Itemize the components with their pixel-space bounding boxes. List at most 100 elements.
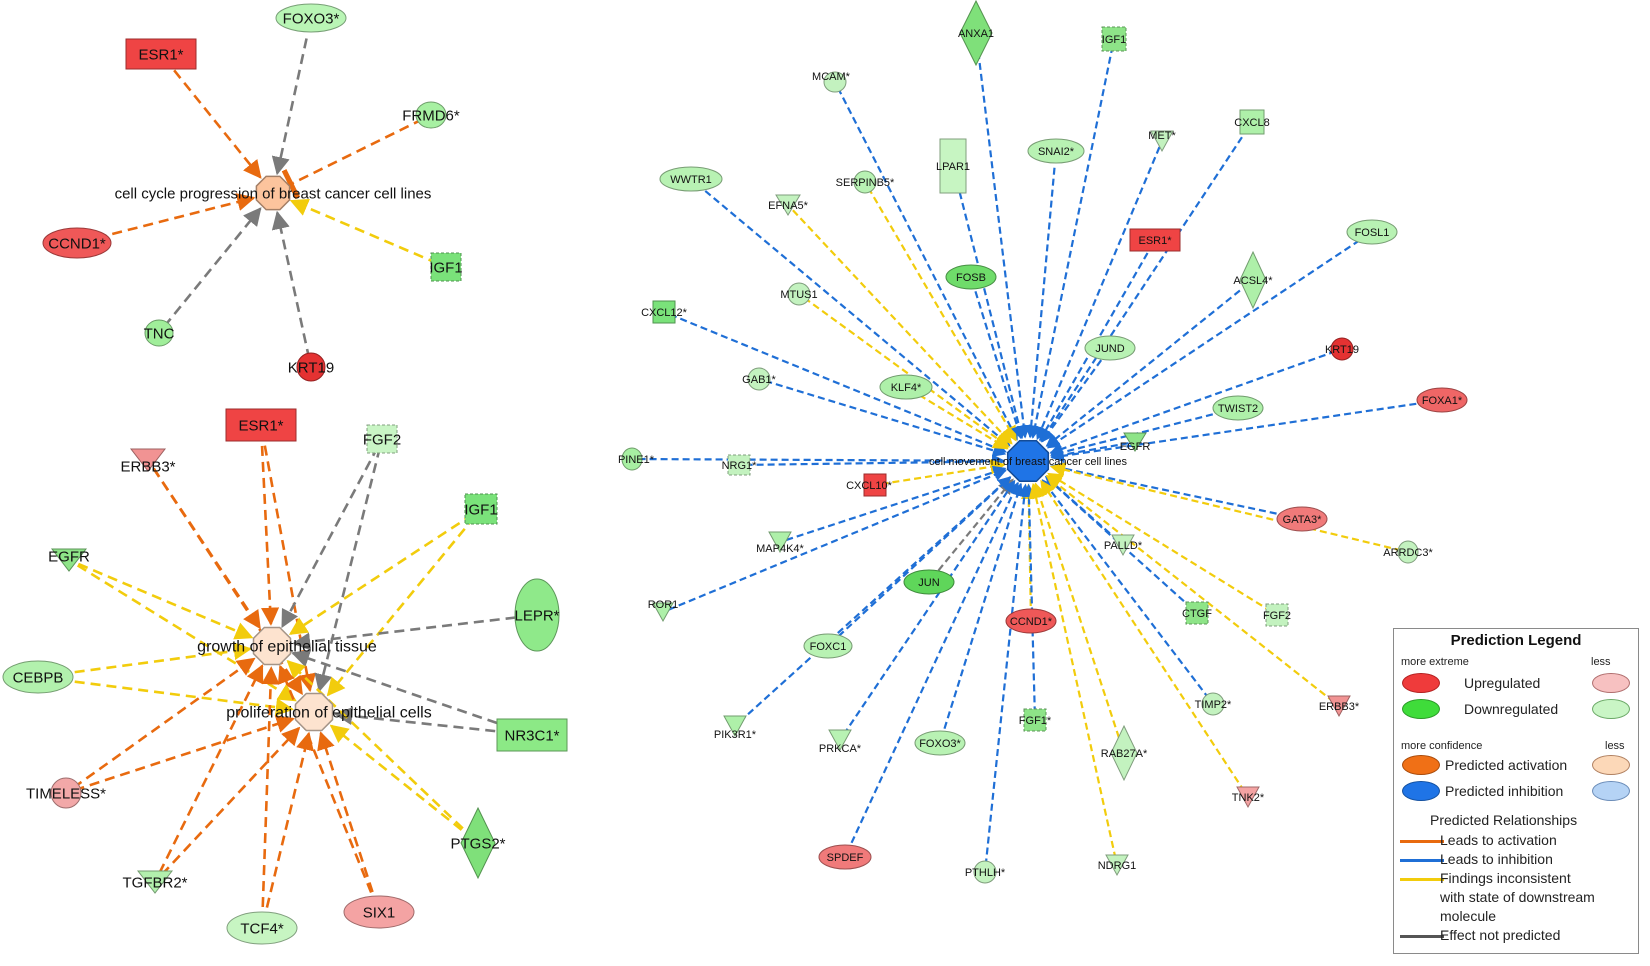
- node-cxcl12[interactable]: CXCL12*: [641, 300, 688, 324]
- node-esr1[interactable]: ESR1*: [1129, 228, 1181, 252]
- node-igf1[interactable]: IGF1: [429, 252, 463, 282]
- node-label: ERBB3*: [1319, 701, 1360, 713]
- node-met[interactable]: MET*: [1148, 130, 1176, 153]
- node-shape-ellipse: [226, 911, 298, 945]
- node-ccnd1[interactable]: CCND1*: [42, 227, 112, 259]
- node-nrg1[interactable]: NRG1*: [722, 454, 758, 476]
- node-gab1[interactable]: GAB1*: [742, 367, 777, 391]
- node-anxa1[interactable]: ANXA1: [958, 0, 994, 67]
- node-tnk2[interactable]: TNK2*: [1232, 786, 1265, 809]
- node-spdef[interactable]: SPDEF: [818, 844, 872, 870]
- node-label: PTHLH*: [965, 867, 1006, 879]
- node-ptgs2[interactable]: PTGS2*: [450, 806, 506, 880]
- node-egfr[interactable]: EGFR: [1120, 432, 1151, 453]
- node-nr3c1[interactable]: NR3C1*: [496, 718, 568, 752]
- node-tgfbr2[interactable]: TGFBR2*: [122, 870, 188, 894]
- node-jun[interactable]: JUN: [903, 569, 955, 595]
- node-fosb[interactable]: FOSB: [945, 264, 997, 290]
- node-shape-ellipse: [1084, 335, 1136, 361]
- node-foxc1[interactable]: FOXC1: [803, 633, 853, 659]
- node-wwtr1[interactable]: WWTR1: [659, 166, 723, 192]
- node-acsl4[interactable]: ACSL4*: [1233, 250, 1273, 310]
- node-mtus1[interactable]: MTUS1: [780, 282, 818, 306]
- node-erbb3[interactable]: ERBB3*: [1319, 695, 1360, 718]
- legend-findings-inconsistent-2: with state of downstream: [1440, 889, 1595, 905]
- node-map4k4[interactable]: MAP4K4*: [756, 531, 805, 555]
- edge-n_timp2-to-f_movement: [1041, 479, 1210, 700]
- node-timeless[interactable]: TIMELESS*: [26, 777, 106, 809]
- node-six1[interactable]: SIX1: [343, 895, 415, 929]
- node-twist2[interactable]: TWIST2: [1212, 395, 1264, 421]
- node-label: FOSB: [956, 272, 986, 284]
- node-fgf2[interactable]: FGF2: [1263, 603, 1291, 627]
- node-egfr[interactable]: EGFR: [48, 548, 90, 572]
- node-prkca[interactable]: PRKCA*: [819, 729, 862, 755]
- node-mcam[interactable]: MCAM*: [812, 71, 851, 93]
- node-label: IGF1: [429, 259, 462, 276]
- edge-n_jun-to-f_movement: [937, 478, 1014, 572]
- node-label: CCND1*: [1010, 616, 1053, 628]
- legend-more-extreme: more extreme: [1401, 656, 1469, 668]
- node-frmd6[interactable]: FRMD6*: [402, 101, 460, 129]
- node-foxa1[interactable]: FOXA1*: [1416, 387, 1468, 413]
- edge-n_nrg1-to-f_movement: [745, 454, 1006, 469]
- legend-leads-inhibition: Leads to inhibition: [1440, 851, 1553, 867]
- node-efna5[interactable]: EFNA5*: [768, 194, 809, 216]
- node-label: TNK2*: [1232, 792, 1265, 804]
- node-pine1[interactable]: PINE1*: [618, 447, 655, 471]
- node-tnc[interactable]: TNC: [144, 319, 175, 347]
- node-cxcl10[interactable]: CXCL10*: [846, 473, 893, 497]
- node-fgf1[interactable]: FGF1*: [1019, 708, 1052, 732]
- node-label: KRT19: [1325, 344, 1359, 356]
- node-serpinb5[interactable]: SERPINB5*: [836, 170, 895, 194]
- node-krt19[interactable]: KRT19: [1325, 337, 1359, 361]
- node-esr1[interactable]: ESR1*: [125, 38, 197, 70]
- node-label: SNAI2*: [1038, 146, 1075, 158]
- node-timp2[interactable]: TIMP2*: [1195, 692, 1232, 716]
- node-lepr[interactable]: LEPR*: [514, 578, 560, 652]
- node-arrdc3[interactable]: ARRDC3*: [1383, 540, 1433, 564]
- node-label: ANXA1: [958, 28, 994, 40]
- node-esr1[interactable]: ESR1*: [225, 408, 297, 442]
- node-shape-ellipse: [415, 101, 447, 129]
- node-shape-rect: [1101, 26, 1127, 52]
- node-cxcl8[interactable]: CXCL8: [1234, 109, 1270, 135]
- node-fosl1[interactable]: FOSL1: [1346, 219, 1398, 245]
- node-tcf4[interactable]: TCF4*: [226, 911, 298, 945]
- node-krt19[interactable]: KRT19: [288, 352, 334, 382]
- node-ndrg1[interactable]: NDRG1: [1098, 854, 1137, 877]
- node-lpar1[interactable]: LPAR1: [936, 138, 970, 194]
- function-octagon: [255, 175, 291, 211]
- node-pik3r1[interactable]: PIK3R1*: [714, 715, 757, 741]
- node-label: SPDEF: [827, 852, 864, 864]
- node-foxo3[interactable]: FOXO3*: [914, 730, 966, 756]
- node-jund[interactable]: JUND: [1084, 335, 1136, 361]
- node-snai2[interactable]: SNAI2*: [1027, 138, 1085, 164]
- node-ccnd1[interactable]: CCND1*: [1005, 608, 1057, 634]
- edge-p2_esr1-to-f_growth: [260, 445, 280, 626]
- prediction-legend: Prediction Legend more extreme less Upre…: [1393, 628, 1639, 954]
- node-gata3[interactable]: GATA3*: [1276, 506, 1328, 532]
- node-label: CXCL12*: [641, 307, 688, 319]
- node-klf4[interactable]: KLF4*: [879, 374, 933, 400]
- edge-p2_fgf2-to-f_growth: [281, 446, 379, 629]
- node-igf1[interactable]: IGF1: [1101, 26, 1127, 52]
- function-prolif[interactable]: proliferation of epithelial cells: [226, 692, 432, 732]
- node-palld[interactable]: PALLD*: [1104, 534, 1143, 557]
- node-foxo3[interactable]: FOXO3*: [275, 3, 347, 33]
- node-label: PTGS2*: [450, 835, 505, 852]
- node-cebpb[interactable]: CEBPB: [2, 660, 74, 694]
- node-rab27a[interactable]: RAB27A*: [1101, 724, 1148, 782]
- node-erbb3[interactable]: ERBB3*: [120, 448, 176, 475]
- function-growth[interactable]: growth of epithelial tissue: [197, 626, 377, 666]
- node-shape-triangle: [723, 715, 747, 738]
- node-label: LEPR*: [514, 607, 559, 624]
- node-fgf2[interactable]: FGF2: [363, 424, 401, 454]
- node-ctgf[interactable]: CTGF: [1182, 601, 1212, 625]
- node-pthlh[interactable]: PTHLH*: [965, 860, 1006, 884]
- node-ror1[interactable]: ROR1: [648, 599, 679, 623]
- function-movement[interactable]: cell movement of breast cancer cell line…: [929, 439, 1128, 483]
- node-shape-rect: [1023, 708, 1047, 732]
- node-igf1[interactable]: IGF1: [464, 493, 498, 525]
- function-cellcycle[interactable]: cell cycle progression of breast cancer …: [115, 175, 432, 211]
